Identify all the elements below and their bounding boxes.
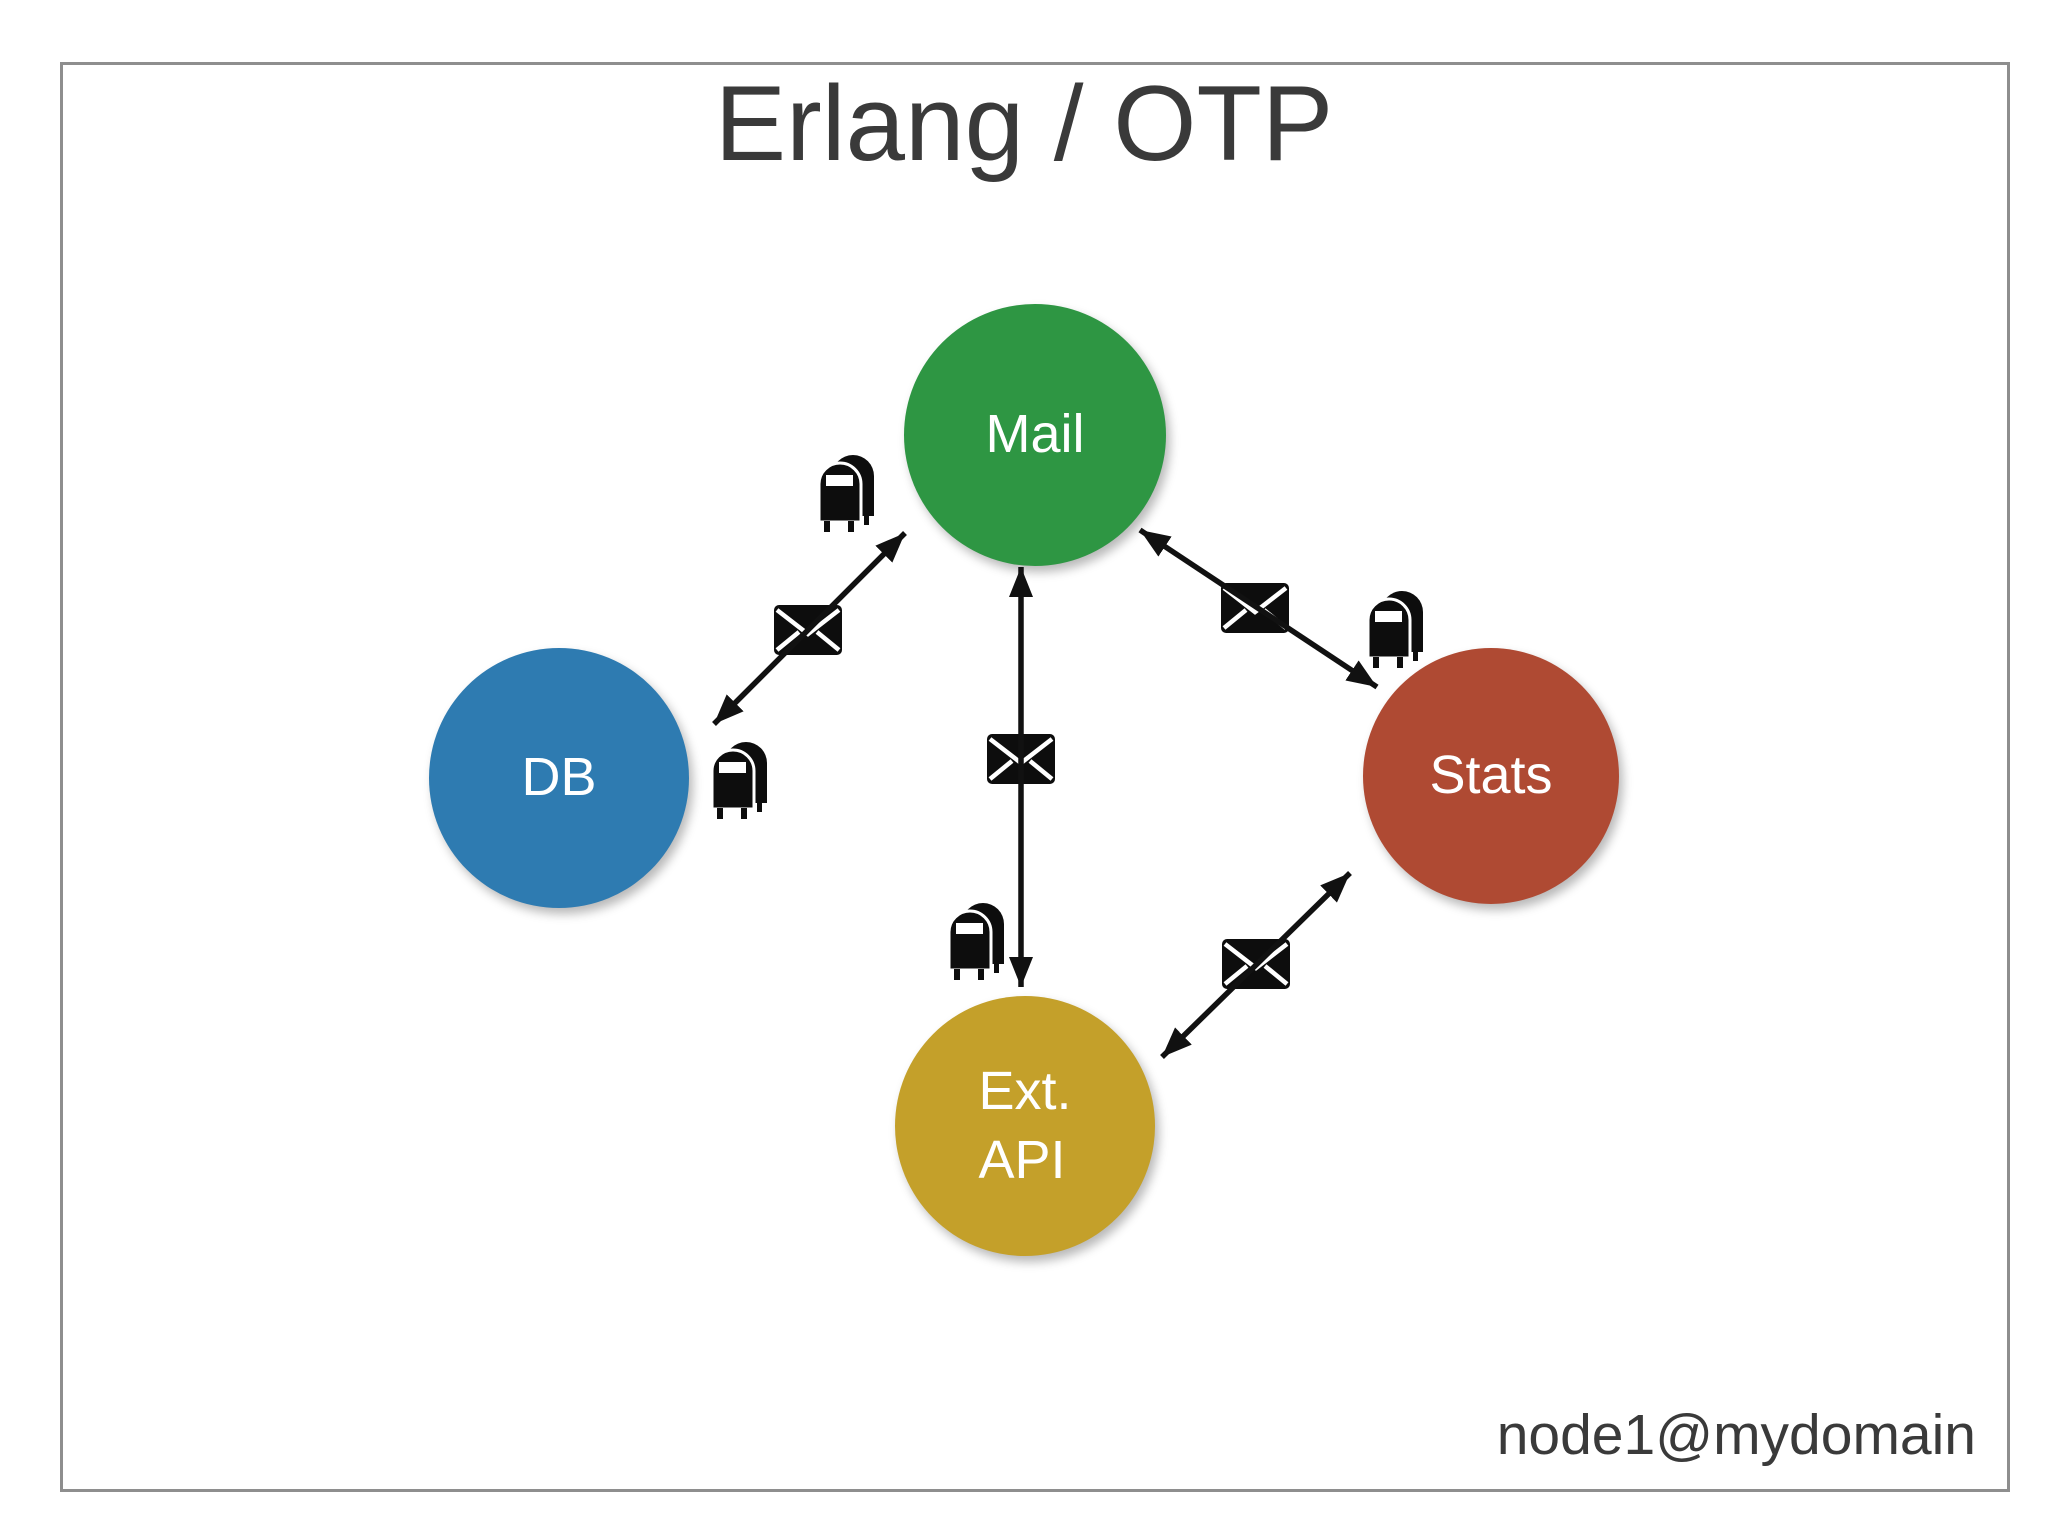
node-stats: Stats bbox=[1363, 648, 1619, 904]
envelope-icon bbox=[1222, 939, 1290, 989]
node-label: Ext. API bbox=[978, 1057, 1071, 1195]
mailbox-icon bbox=[817, 455, 874, 532]
envelope-icon bbox=[774, 605, 842, 655]
node-label-line1: Ext. bbox=[978, 1060, 1072, 1121]
mailbox-icon bbox=[947, 903, 1004, 980]
node-address-label: node1@mydomain bbox=[1496, 1403, 1976, 1467]
mailbox-icon bbox=[1366, 591, 1423, 668]
envelope-icon bbox=[1221, 583, 1289, 633]
page-title: Erlang / OTP bbox=[714, 63, 1334, 183]
node-db: DB bbox=[429, 648, 689, 908]
mailbox-icon bbox=[710, 742, 767, 819]
node-label: Stats bbox=[1429, 745, 1553, 806]
node-label-line2: API bbox=[978, 1130, 1066, 1190]
node-label: DB bbox=[521, 747, 597, 808]
node-mail: Mail bbox=[904, 304, 1166, 566]
envelope-icon bbox=[987, 734, 1055, 784]
node-ext-api: Ext. API bbox=[895, 996, 1155, 1256]
node-label: Mail bbox=[985, 404, 1085, 465]
